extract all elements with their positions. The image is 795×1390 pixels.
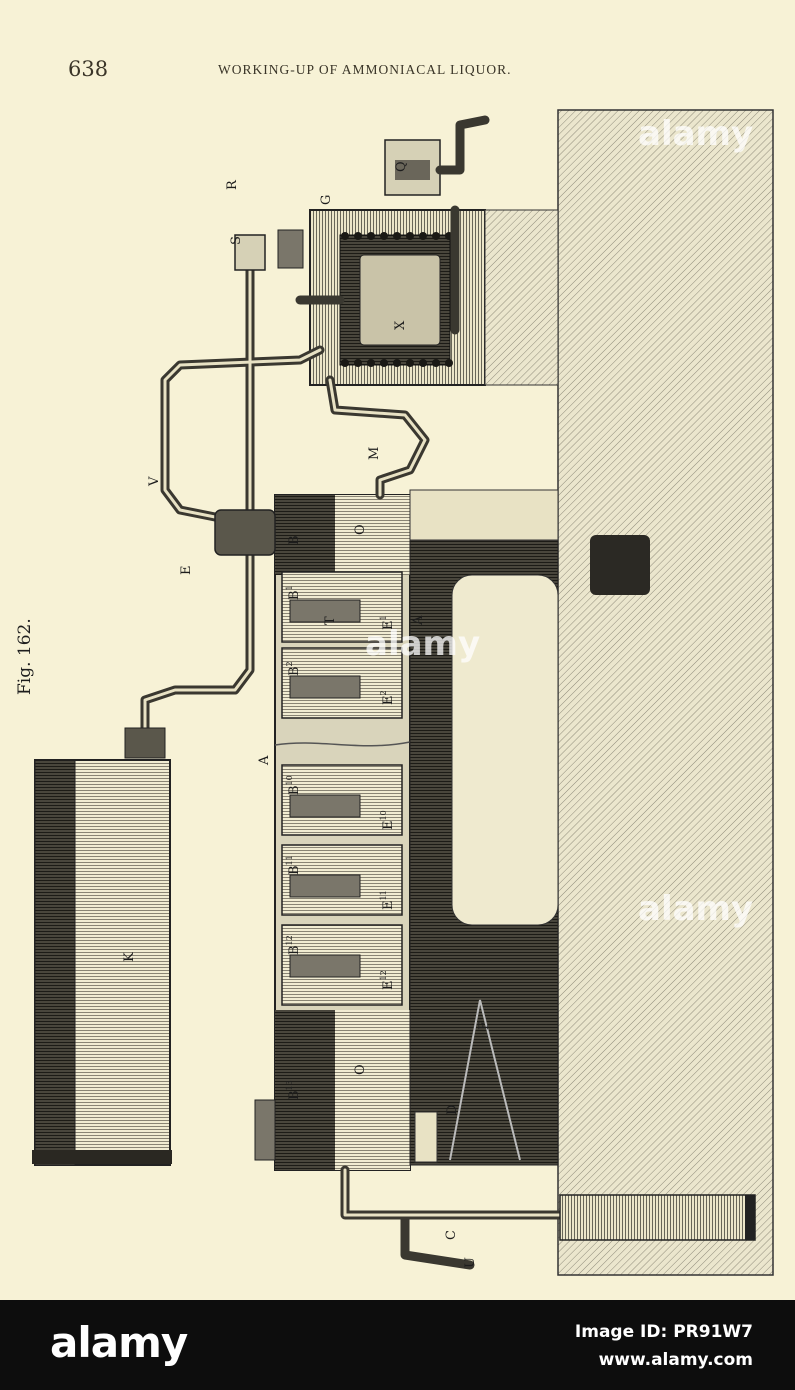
apparatus-engraving: Fig. 162. K V M S R G Q X B O E A A D F …	[15, 109, 774, 1276]
label-a-2: A	[257, 755, 272, 766]
footer-url: www.alamy.com	[598, 1350, 753, 1370]
label-u: U	[463, 1257, 478, 1268]
pipes-highlight	[143, 248, 562, 1217]
figure-caption: Fig. 162.	[15, 618, 35, 695]
watermark-3: alamy	[365, 624, 480, 664]
label-r: R	[225, 179, 240, 190]
heating-coil	[341, 232, 453, 367]
running-title: WORKING-UP OF AMMONIACAL LIQUOR.	[218, 62, 512, 77]
label-b2: B2	[285, 661, 302, 676]
label-t: T	[323, 616, 338, 625]
label-x: X	[393, 320, 408, 330]
valve-s	[234, 234, 266, 271]
label-o: O	[353, 524, 368, 535]
label-q: Q	[394, 161, 409, 172]
label-s: S	[229, 236, 244, 245]
label-b10: B10	[285, 775, 302, 795]
watermark-2: alamy	[638, 889, 753, 929]
label-b11: B11	[285, 855, 302, 875]
label-d: D	[445, 1105, 460, 1115]
image-id: Image ID: PR91W7	[574, 1322, 753, 1342]
trough	[559, 1194, 756, 1241]
label-m: M	[367, 447, 382, 460]
footer-bar	[0, 1300, 795, 1390]
label-b1: B1	[285, 585, 302, 600]
page-number: 638	[68, 57, 109, 81]
label-e2: E2	[379, 690, 396, 705]
bell-caps	[289, 599, 361, 978]
label-c: C	[444, 1230, 459, 1240]
label-e11: E11	[379, 890, 396, 910]
label-e12: E12	[379, 970, 396, 990]
label-b13: B13	[285, 1080, 302, 1100]
alamy-logo: alamy	[50, 1318, 188, 1367]
watermark-1: alamy	[638, 114, 753, 154]
label-b12: B12	[285, 935, 302, 955]
label-v: V	[147, 476, 162, 487]
label-e: E	[179, 566, 194, 576]
figure-labels: K V M S R G Q X B O E A A D F U C T O B1…	[122, 161, 492, 1268]
label-g: G	[319, 195, 334, 205]
label-o-2: O	[353, 1064, 368, 1075]
label-b: B	[287, 535, 302, 545]
label-a: A	[411, 615, 426, 626]
label-k: K	[122, 952, 137, 962]
book-page: 638 WORKING-UP OF AMMONIACAL LIQUOR.	[0, 0, 795, 1300]
dome-b	[214, 509, 276, 556]
label-f: F	[477, 1021, 492, 1030]
label-e10: E10	[379, 810, 396, 830]
masonry-block	[557, 109, 774, 1276]
label-e1: E1	[379, 615, 396, 630]
